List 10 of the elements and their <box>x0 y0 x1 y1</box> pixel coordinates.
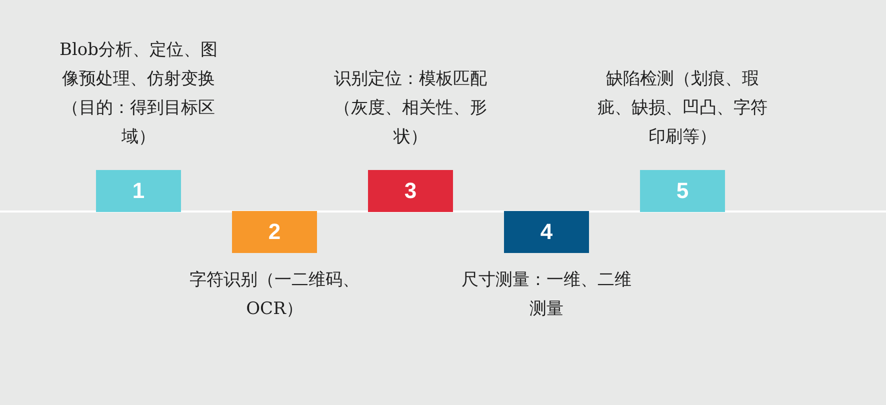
step-number-box: 4 <box>504 211 589 253</box>
step-description: 字符识别（一二维码、OCR） <box>189 269 360 321</box>
step-number-box: 1 <box>96 170 181 212</box>
step-number-box: 2 <box>232 211 317 253</box>
step-description: 识别定位：模板匹配（灰度、相关性、形状） <box>333 68 488 149</box>
step-description: 尺寸测量：一维、二维测量 <box>461 269 632 321</box>
step-description: Blob分析、定位、图像预处理、仿射变换（目的：得到目标区域） <box>58 39 219 149</box>
step-description: 缺陷检测（划痕、瑕疵、缺损、凹凸、字符印刷等） <box>597 68 768 149</box>
step-number-box: 5 <box>640 170 725 212</box>
step-number-box: 3 <box>368 170 453 212</box>
